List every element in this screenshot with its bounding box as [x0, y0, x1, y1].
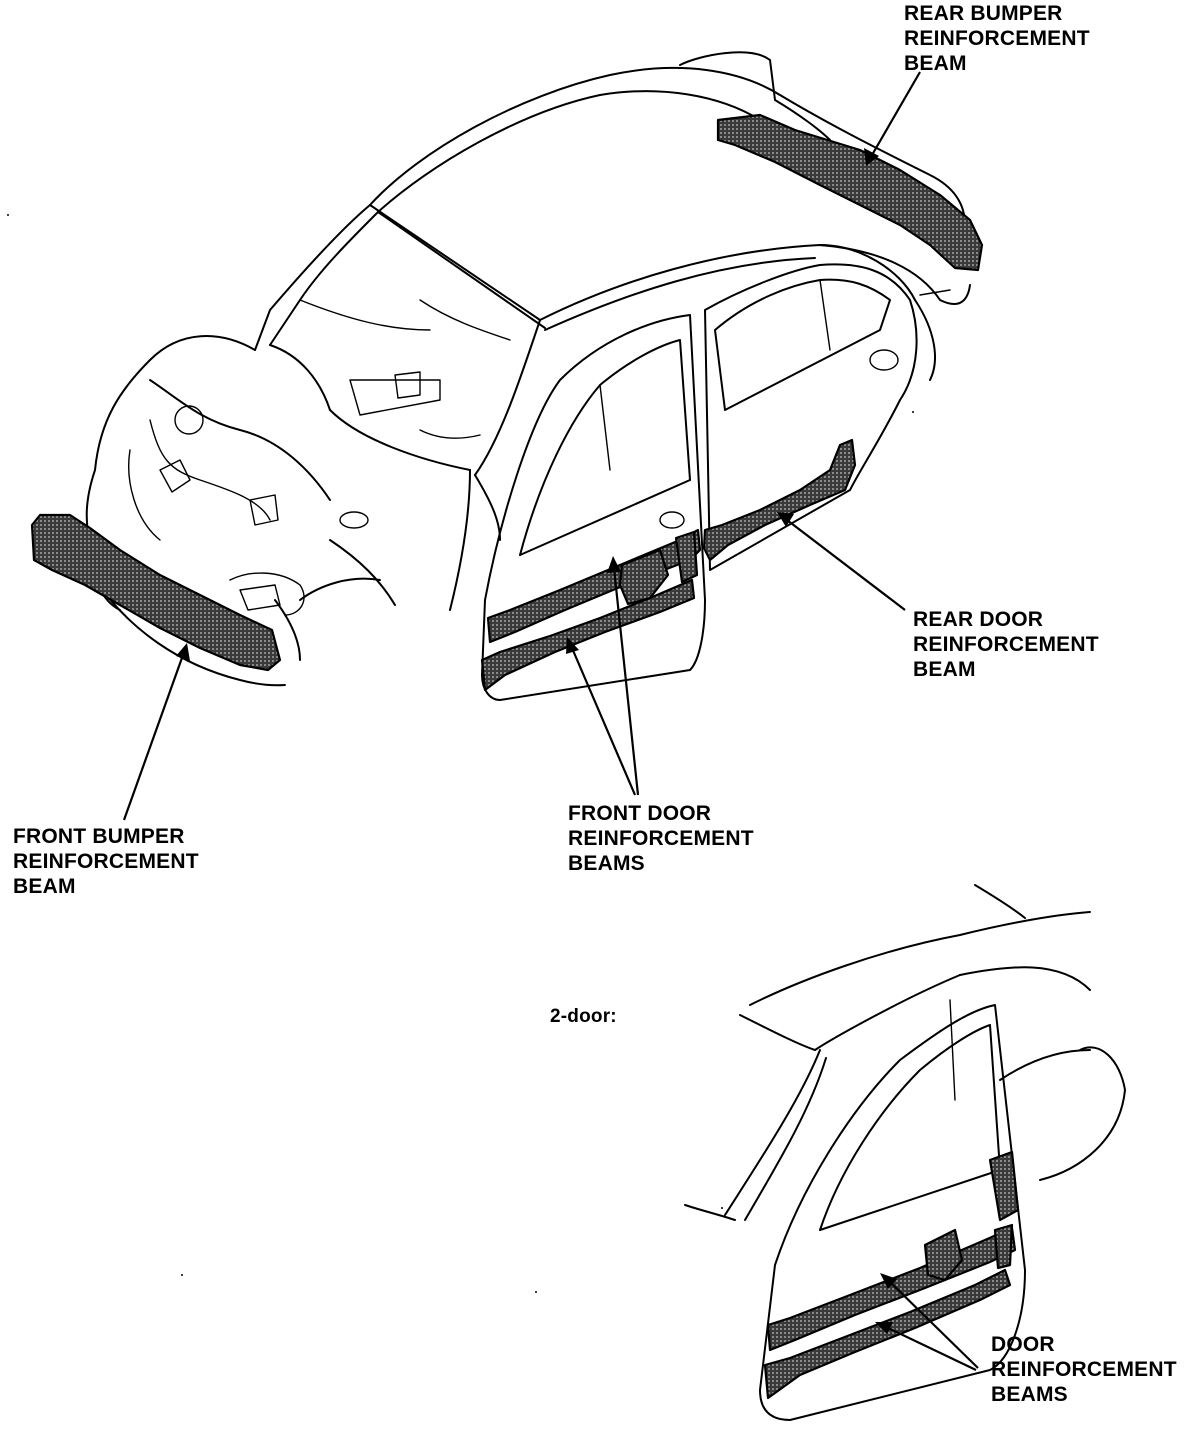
- label-rear-door-beam: REAR DOOR REINFORCEMENT BEAM: [913, 607, 1099, 682]
- label-line: REINFORCEMENT: [568, 827, 754, 850]
- two-door-beams: [763, 1150, 1020, 1400]
- label-line: 2-door:: [550, 1006, 617, 1027]
- label-line: REINFORCEMENT: [913, 633, 1099, 656]
- reinforcement-beams: [30, 113, 984, 692]
- label-line: BEAMS: [991, 1383, 1068, 1406]
- label-line: BEAMS: [568, 852, 645, 875]
- label-line: FRONT BUMPER: [13, 825, 185, 848]
- front-door-beam-bracket: [618, 548, 670, 606]
- four-door-body: [85, 51, 971, 687]
- label-line: DOOR: [991, 1333, 1055, 1356]
- rear-door: [704, 263, 918, 571]
- label-line: BEAM: [904, 52, 967, 75]
- label-rear-bumper-beam: REAR BUMPER REINFORCEMENT BEAM: [904, 1, 1090, 76]
- leader-arrows: [122, 71, 979, 1371]
- label-line: REINFORCEMENT: [13, 850, 199, 873]
- two-door-beam-lower: [763, 1268, 1012, 1400]
- front-door-open: [481, 314, 706, 701]
- two-door-beam-end: [988, 1150, 1020, 1222]
- label-line: BEAM: [913, 658, 976, 681]
- front-door-beam-end: [674, 530, 699, 584]
- front-door-beam-lower: [480, 578, 696, 692]
- label-line: BEAM: [13, 875, 76, 898]
- label-door-beams: DOOR REINFORCEMENT BEAMS: [991, 1332, 1177, 1407]
- label-line: REAR BUMPER: [904, 2, 1063, 25]
- rear-bumper-beam: [716, 113, 984, 272]
- label-front-door-beams: FRONT DOOR REINFORCEMENT BEAMS: [568, 801, 754, 876]
- scan-specks: [7, 214, 914, 1293]
- label-line: REAR DOOR: [913, 608, 1044, 631]
- front-bumper-beam: [30, 513, 282, 672]
- label-line: FRONT DOOR: [568, 802, 712, 825]
- label-line: REINFORCEMENT: [904, 27, 1090, 50]
- label-front-bumper-beam: FRONT BUMPER REINFORCEMENT BEAM: [13, 824, 199, 899]
- label-line: REINFORCEMENT: [991, 1358, 1177, 1381]
- label-two-door: 2-door:: [550, 1004, 617, 1029]
- two-door-beam-end-lower: [993, 1223, 1014, 1270]
- rear-door-beam: [702, 438, 857, 562]
- two-door-body: [684, 884, 1126, 1421]
- two-door-beam-bracket: [923, 1228, 964, 1282]
